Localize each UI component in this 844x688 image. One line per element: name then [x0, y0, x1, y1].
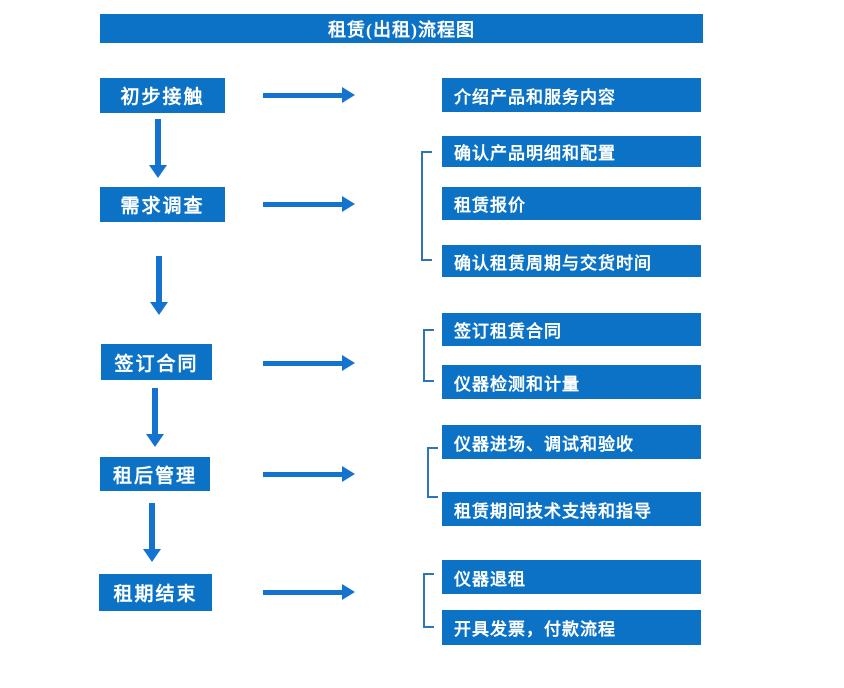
arrow-head [342, 196, 355, 212]
detail-box: 租赁报价 [442, 187, 701, 220]
arrow-shaft [155, 119, 161, 165]
arrow-head [149, 165, 167, 178]
detail-box: 仪器退租 [442, 560, 701, 594]
detail-box: 仪器检测和计量 [442, 365, 701, 399]
arrow-head [150, 302, 168, 315]
arrow-head [342, 87, 355, 103]
arrow-down-icon [146, 388, 164, 447]
detail-box: 租赁期间技术支持和指导 [442, 492, 701, 526]
arrow-shaft [263, 201, 342, 207]
detail-box: 确认租赁周期与交货时间 [442, 245, 701, 277]
arrow-shaft [156, 256, 162, 302]
arrow-head [143, 549, 161, 562]
arrow-right-icon [263, 355, 355, 371]
arrow-shaft [152, 388, 158, 434]
arrow-shaft [263, 92, 342, 98]
bracket-connector [423, 573, 434, 628]
arrow-shaft [263, 360, 342, 366]
step-initial-contact: 初步接触 [100, 78, 225, 113]
step-rental-end: 租期结束 [99, 574, 212, 611]
arrow-head [342, 355, 355, 371]
arrow-shaft [263, 471, 342, 477]
arrow-right-icon [263, 584, 355, 600]
detail-box: 介绍产品和服务内容 [442, 78, 701, 112]
bracket-connector [421, 151, 432, 261]
arrow-right-icon [263, 87, 355, 103]
flowchart-title: 租赁(出租)流程图 [100, 14, 703, 43]
detail-box: 签订租赁合同 [442, 313, 701, 346]
detail-box: 开具发票，付款流程 [442, 610, 701, 645]
bracket-connector [423, 329, 434, 382]
arrow-head [342, 584, 355, 600]
arrow-head [146, 434, 164, 447]
step-sign-contract: 签订合同 [101, 344, 212, 380]
detail-box: 仪器进场、调试和验收 [442, 425, 701, 459]
arrow-head [342, 466, 355, 482]
arrow-shaft [149, 503, 155, 549]
arrow-down-icon [149, 119, 167, 178]
arrow-shaft [263, 589, 342, 595]
step-demand-survey: 需求调查 [100, 187, 225, 222]
arrow-right-icon [263, 196, 355, 212]
arrow-right-icon [263, 466, 355, 482]
detail-box: 确认产品明细和配置 [442, 136, 701, 167]
bracket-connector [427, 447, 438, 498]
arrow-down-icon [143, 503, 161, 562]
step-post-rental-management: 租后管理 [100, 457, 210, 491]
arrow-down-icon [150, 256, 168, 315]
